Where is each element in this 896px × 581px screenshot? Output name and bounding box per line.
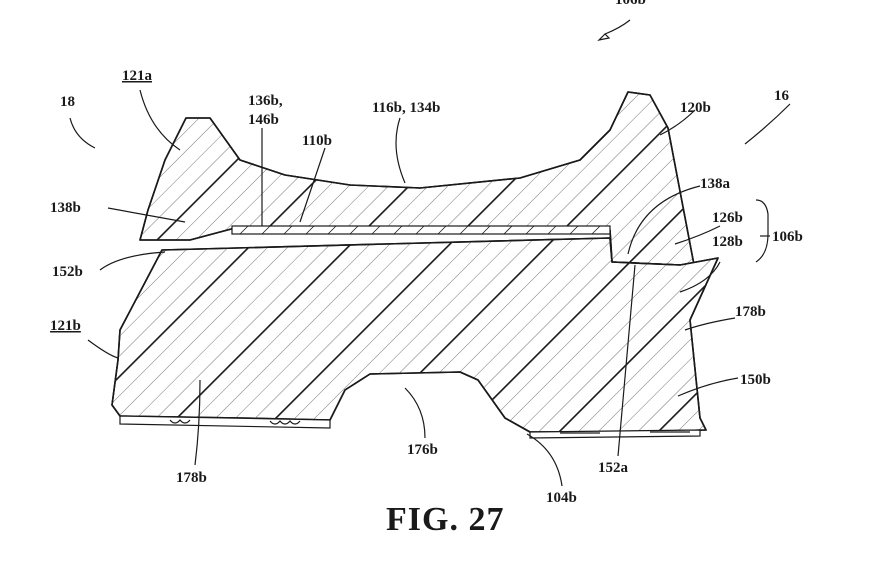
label-136b: 136b, — [248, 93, 283, 109]
label-106b: 106b — [772, 229, 803, 245]
label-120b: 120b — [680, 100, 711, 116]
label-138b: 138b — [50, 200, 81, 216]
plate-layer-110b — [231, 225, 611, 235]
label-178b-right: 178b — [735, 304, 766, 320]
label-106b-top: 106b — [615, 0, 646, 8]
label-126b: 126b — [712, 210, 743, 226]
label-146b: 146b — [248, 112, 279, 128]
leader-lines — [69, 19, 791, 487]
label-121a: 121a — [122, 68, 153, 84]
label-176b: 176b — [407, 442, 438, 458]
label-16: 16 — [774, 88, 790, 104]
label-110b: 110b — [302, 133, 332, 149]
outsole-strips-104b — [119, 415, 701, 439]
label-104b: 104b — [546, 490, 577, 506]
figure-caption: FIG. 27 — [386, 501, 504, 538]
label-116b-134b: 116b, 134b — [372, 100, 440, 116]
label-128b: 128b — [712, 234, 743, 250]
label-18: 18 — [60, 94, 75, 110]
label-178b-left: 178b — [176, 470, 207, 486]
label-121b: 121b — [50, 318, 81, 334]
reference-labels: 106b 18 121a 136b, 146b 116b, 134b 110b … — [50, 0, 803, 506]
label-152a: 152a — [598, 460, 629, 476]
label-150b: 150b — [740, 372, 771, 388]
label-152b: 152b — [52, 264, 83, 280]
label-138a: 138a — [700, 176, 731, 192]
